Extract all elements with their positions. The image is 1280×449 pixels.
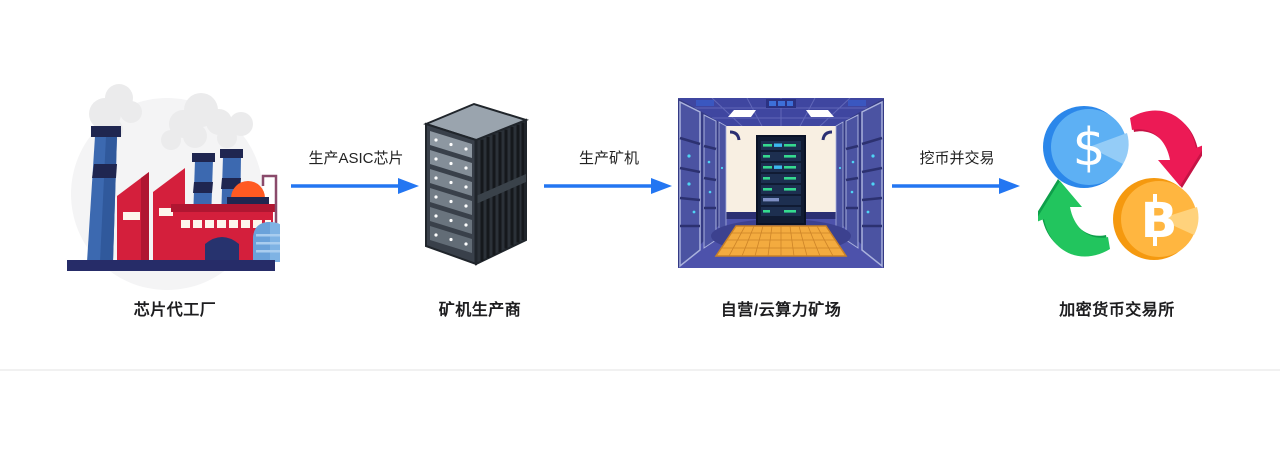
drive-bays (430, 131, 472, 253)
right-arrow-icon (892, 178, 1020, 194)
exchange-arrow-up-icon (1038, 179, 1110, 257)
server-rack-row (678, 98, 727, 268)
floor-mat (714, 225, 848, 257)
bitcoin-coin-icon: B (1113, 178, 1199, 260)
factory-base (67, 260, 275, 271)
exchange-arrow-down-icon (1130, 110, 1202, 188)
smoke-clouds-icon (89, 84, 253, 150)
stage-label-mining-farm: 自营/云算力矿场 (720, 302, 842, 319)
mining-farm-illustration (678, 98, 884, 268)
svg-text:$: $ (1072, 118, 1105, 178)
storage-tank-icon (253, 222, 280, 262)
server-rack-row (835, 98, 884, 268)
ceiling (678, 98, 884, 129)
arrow-label: 生产ASIC芯片 (308, 150, 404, 167)
chimney-icon (87, 126, 121, 262)
factory-door-icon (205, 237, 239, 262)
central-server-rack (756, 135, 806, 225)
arrow-label: 挖币并交易 (919, 150, 995, 167)
right-arrow-icon (291, 178, 419, 194)
svg-text:B: B (1141, 193, 1178, 249)
currency-exchange-illustration: $ B (1038, 106, 1202, 260)
right-arrow-icon (544, 178, 672, 194)
factory-illustration (67, 84, 280, 290)
dome-icon (227, 174, 278, 230)
stage-label-crypto-exchange: 加密货币交易所 (1059, 302, 1175, 319)
section-divider (0, 369, 1280, 371)
server-rack-illustration (423, 102, 530, 266)
stage-label-miner-manufacturer: 矿机生产商 (438, 302, 522, 319)
dollar-coin-icon: $ (1043, 106, 1129, 188)
arrow-label: 生产矿机 (578, 150, 639, 167)
rack-divider (476, 174, 526, 204)
stage-label-chip-foundry: 芯片代工厂 (133, 302, 217, 319)
